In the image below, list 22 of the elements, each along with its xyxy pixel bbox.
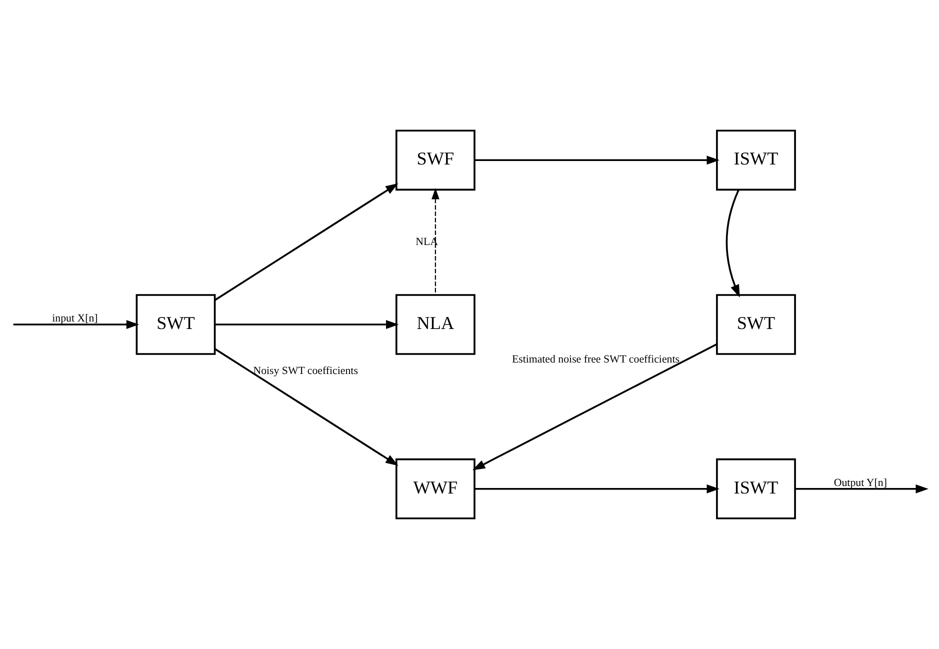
node-box: NLA	[396, 294, 476, 355]
arrow	[795, 484, 928, 494]
node-box: ISWT	[716, 458, 796, 520]
edge-label: Output Y[n]	[834, 476, 887, 489]
edge-label: Noisy SWT coefficients	[253, 365, 358, 378]
edge-label: input X[n]	[52, 312, 98, 324]
node-box: SWT	[136, 294, 216, 355]
arrow	[214, 348, 398, 466]
arrow	[474, 156, 720, 165]
arrow	[214, 320, 399, 329]
arrow	[13, 320, 140, 329]
node-box: ISWT	[716, 130, 796, 191]
arrow	[726, 190, 740, 298]
arrow	[472, 343, 717, 470]
arrow	[432, 188, 440, 295]
edge-label: NLA	[416, 236, 438, 248]
arrow	[214, 183, 398, 301]
node-box: SWT	[716, 294, 796, 355]
node-box: WWF	[396, 458, 476, 520]
arrow	[474, 484, 720, 494]
edge-label: Estimated noise free SWT coefficients	[512, 353, 680, 366]
node-box: SWF	[396, 130, 476, 191]
